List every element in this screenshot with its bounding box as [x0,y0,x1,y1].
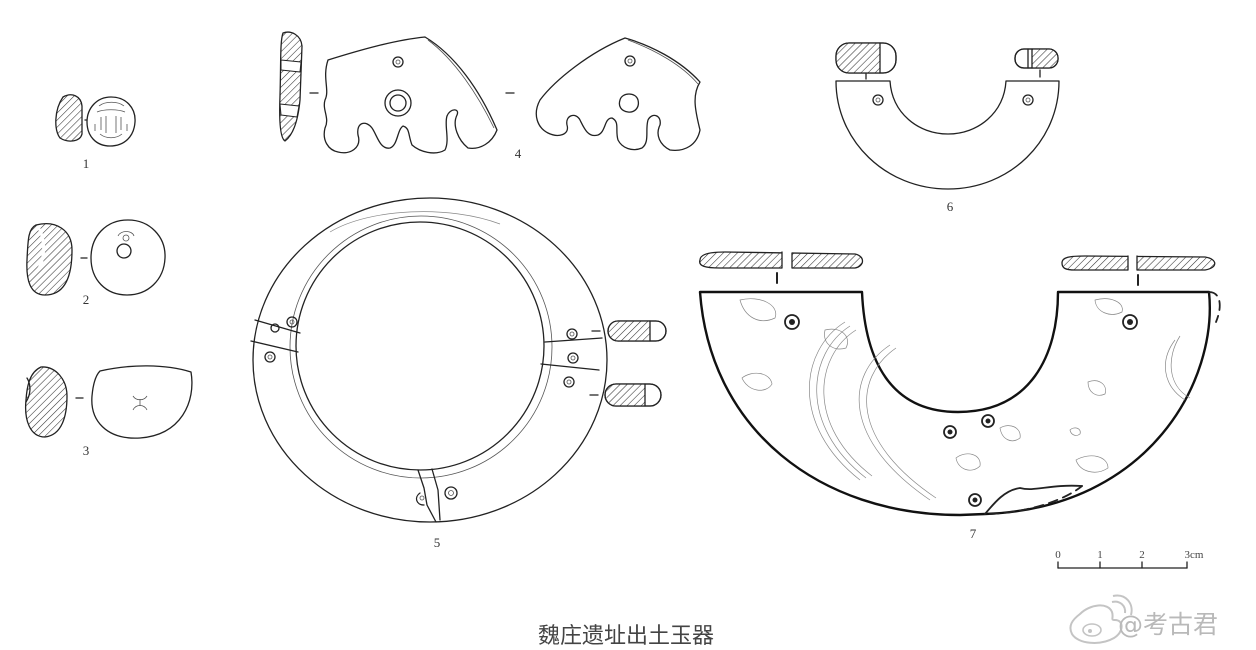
artifact-5-cross-section-lower [604,383,662,407]
artifact-1-cross-section [55,94,83,142]
figure-label-1: 1 [83,156,90,171]
artifact-7-hole [784,314,800,330]
artifact-5-hole [264,351,276,363]
figure-label-5: 5 [434,535,441,550]
artifact-6-front-view [835,80,1060,190]
artifact-7-hole [1122,314,1138,330]
artifact-3: 3 [24,365,193,458]
artifact-3-face-view [91,365,193,439]
artifact-5-hole [563,376,575,388]
scale-tick-2: 2 [1139,549,1145,561]
scale-tick-3: 3cm [1185,549,1204,561]
artifact-4-center-hole [384,89,412,117]
artifact-3-cross-section [24,366,68,438]
artifact-7-cross-section-right [1061,255,1216,271]
artifact-4-back-center-hole [618,93,640,113]
artifact-5-break-right-lower [540,363,600,371]
artifact-4: 4 [279,31,701,161]
scale-tick-1: 1 [1097,549,1103,561]
figure-label-2: 2 [83,292,90,307]
artifact-6-hole-right [1022,94,1034,106]
artifact-6: 6 [835,42,1060,214]
artifact-5-hole [444,486,458,500]
artifact-5-cross-section-upper [607,320,667,342]
artifact-5-hole [270,323,280,333]
artifact-1-face-view [86,96,136,147]
artifact-4-front-view [323,36,498,154]
artifact-5-hole [566,328,578,340]
artifact-5-hole [567,352,579,364]
artifact-2-cross-section [26,223,73,296]
artifact-5-break-right-upper [544,337,603,343]
artifact-1: 1 [55,94,136,171]
artifact-5-ring [250,197,608,523]
artifact-7-front-view [698,290,1221,517]
figure-label-4: 4 [515,146,522,161]
artifact-5-break-left-lower [250,340,299,353]
artifact-5-hole [286,316,298,328]
artifact-7-hole [981,414,995,428]
caption: 魏庄遗址出土玉器 [538,624,714,649]
artifact-2-face-view [90,219,166,296]
artifact-7-cross-section-left [699,251,864,269]
figure-label-7: 7 [970,526,977,541]
scale-tick-0: 0 [1055,549,1061,561]
watermark-text: @考古君 [1118,610,1218,639]
artifact-5: 5 [250,197,667,550]
artifact-4-small-hole [392,56,404,68]
artifact-2: 2 [26,219,166,307]
artifact-6-cross-section-left [835,42,897,74]
artifact-5-break-left-upper [254,319,301,334]
artifact-7: 7 [698,251,1221,541]
artifact-6-cross-section-right [1014,48,1059,69]
artifact-7-restored-edge [1208,291,1221,323]
artifact-2-perforation [116,243,132,259]
artifact-4-back-view [535,37,701,151]
artifact-5-break-bottom [417,469,437,523]
scale-bar: 0 1 2 3cm [1055,549,1204,569]
artifact-4-back-small-hole [624,55,636,67]
watermark: @考古君 [1069,594,1218,644]
artifact-7-hole [968,493,982,507]
weibo-logo-icon [1069,594,1133,644]
artifact-6-hole-left [872,94,884,106]
figure-label-6: 6 [947,199,954,214]
artifact-4-cross-section [279,31,303,142]
figure-label-3: 3 [83,443,90,458]
artifact-7-hole [943,425,957,439]
artifact-5-hole-partial [415,492,425,506]
